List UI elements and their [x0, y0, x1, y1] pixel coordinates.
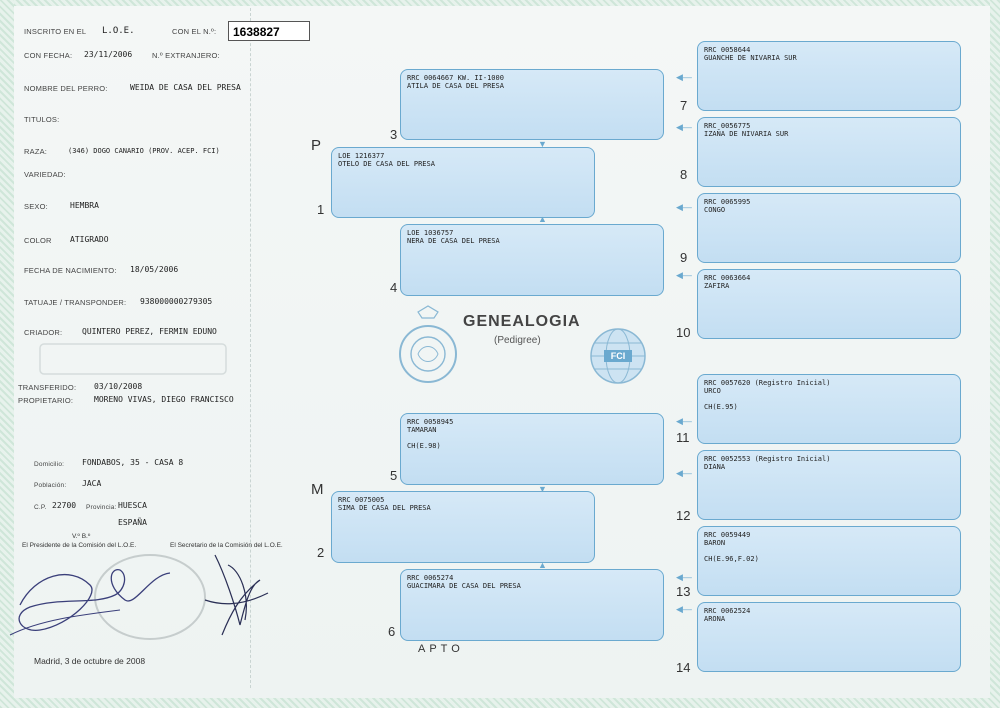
- provincia-value: HUESCA: [118, 501, 147, 510]
- ancestor-box-14: RRC 0062524 ARONA: [697, 602, 961, 672]
- inscrito-label: INSCRITO EN EL: [24, 27, 87, 36]
- arrow-left-icon: ◀—: [676, 416, 692, 426]
- raza-value: (346) DOGO CANARIO (PROV. ACEP. FCI): [68, 147, 220, 155]
- raza-label: RAZA:: [24, 147, 48, 156]
- signatures-image: [9, 554, 269, 640]
- criador-label: CRIADOR:: [24, 328, 63, 337]
- arrow-down-icon: ▼: [538, 484, 547, 494]
- nombre-value: WEIDA DE CASA DEL PRESA: [130, 83, 241, 92]
- criador-value: QUINTERO PEREZ, FERMIN EDUNO: [82, 327, 217, 336]
- ancestor-box-10: RRC 0063664 ZAFIRA: [697, 269, 961, 339]
- pais-value: ESPAÑA: [118, 518, 147, 527]
- genealogia-title: GENEALOGIA: [463, 313, 581, 330]
- ancestor-number-12: 12: [676, 508, 691, 523]
- ancestor-number-13: 13: [676, 584, 691, 599]
- p-label: P: [311, 137, 322, 154]
- president-signature: [18, 569, 171, 631]
- decorative-border-left: [0, 0, 14, 708]
- ancestor-box-4: LOE 1036757 NERA DE CASA DEL PRESA: [400, 224, 664, 296]
- ancestor-box-7: RRC 0058644 GUANCHE DE NIVARIA SUR: [697, 41, 961, 111]
- decorative-border-bottom: [0, 698, 1000, 708]
- fecha-value: 23/11/2006: [84, 50, 133, 59]
- color-value: ATIGRADO: [70, 235, 109, 244]
- ancestor-box-5: RRC 0058945 TAMARAN CH(E.98): [400, 413, 664, 485]
- svg-text:FCI: FCI: [611, 351, 626, 361]
- ancestor-box-2: RRC 0075005 SIMA DE CASA DEL PRESA: [331, 491, 595, 563]
- madrid-date: Madrid, 3 de octubre de 2008: [34, 656, 146, 666]
- ancestor-number-8: 8: [680, 167, 688, 182]
- ancestor-number-7: 7: [680, 98, 688, 113]
- fecha-label: CON FECHA:: [24, 51, 73, 60]
- ancestor-number-14: 14: [676, 660, 691, 675]
- ancestor-number-3: 3: [390, 127, 398, 142]
- arrow-up-icon: ▲: [538, 560, 547, 570]
- tatuaje-label: TATUAJE / TRANSPONDER:: [24, 298, 127, 307]
- ancestor-number-1: 1: [317, 202, 325, 217]
- transferido-label: TRANSFERIDO:: [18, 383, 77, 392]
- seal-stamp-icon: [94, 554, 206, 640]
- m-label: M: [311, 481, 324, 498]
- variedad-label: VARIEDAD:: [24, 170, 66, 179]
- poblacion-label: Población:: [34, 482, 67, 489]
- transferido-value: 03/10/2008: [94, 382, 143, 391]
- section-divider: [250, 8, 252, 688]
- propietario-label: PROPIETARIO:: [18, 396, 74, 405]
- ancestor-number-11: 11: [676, 430, 690, 445]
- ancestor-number-9: 9: [680, 250, 688, 265]
- ancestor-number-6: 6: [388, 624, 396, 639]
- registration-number: 1638827: [228, 21, 310, 41]
- apto-label: APTO: [418, 643, 464, 655]
- ancestor-number-5: 5: [390, 468, 398, 483]
- ancestor-box-13: RRC 0059449 BARON CH(E.96,F.02): [697, 526, 961, 596]
- ancestor-number-10: 10: [676, 325, 691, 340]
- arrow-down-icon: ▼: [538, 139, 547, 149]
- propietario-value: MORENO VIVAS, DIEGO FRANCISCO: [94, 395, 234, 404]
- ancestor-number-2: 2: [317, 545, 325, 560]
- loe-value: L.O.E.: [102, 26, 135, 36]
- decorative-border-right: [990, 0, 1000, 708]
- presidente-label: El Presidente de la Comisión del L.O.E.: [22, 542, 137, 549]
- arrow-left-icon: ◀—: [676, 468, 692, 478]
- arrow-left-icon: ◀—: [676, 72, 692, 82]
- ancestor-box-11: RRC 0057620 (Registro Inicial) URCO CH(E…: [697, 374, 961, 444]
- loe-stamp-icon: [39, 343, 227, 375]
- ancestor-box-8: RRC 0056775 IZAÑA DE NIVARIA SUR: [697, 117, 961, 187]
- arrow-left-icon: ◀—: [676, 122, 692, 132]
- sexo-label: SEXO:: [24, 202, 48, 211]
- arrow-left-icon: ◀—: [676, 572, 692, 582]
- arrow-left-icon: ◀—: [676, 604, 692, 614]
- poblacion-value: JACA: [82, 479, 102, 488]
- cp-label: C.P.: [34, 504, 47, 511]
- titulos-label: TITULOS:: [24, 115, 60, 124]
- fci-globe-icon: FCI: [590, 328, 646, 384]
- nombre-label: NOMBRE DEL PERRO:: [24, 84, 108, 93]
- domicilio-value: FONDABOS, 35 - CASA 8: [82, 458, 184, 467]
- ancestor-box-3: RRC 0064667 KW. II-1000 ATILA DE CASA DE…: [400, 69, 664, 140]
- arrow-left-icon: ◀—: [676, 202, 692, 212]
- arrow-left-icon: ◀—: [676, 270, 692, 280]
- ancestor-number-4: 4: [390, 280, 398, 295]
- rsce-emblem-icon: [399, 305, 457, 383]
- ancestor-box-1: LOE 1216377 OTELO DE CASA DEL PRESA: [331, 147, 595, 218]
- sexo-value: HEMBRA: [70, 201, 99, 210]
- arrow-up-icon: ▲: [538, 214, 547, 224]
- provincia-label: Provincia:: [86, 504, 117, 511]
- domicilio-label: Domicilio:: [34, 461, 65, 468]
- nacimiento-label: FECHA DE NACIMIENTO:: [24, 266, 117, 275]
- nacimiento-value: 18/05/2006: [130, 265, 179, 274]
- vb-label: V.º B.º: [72, 533, 91, 540]
- ancestor-box-9: RRC 0065995 CONGO: [697, 193, 961, 263]
- ancestor-box-6: RRC 0065274 GUACIMARA DE CASA DEL PRESA: [400, 569, 664, 641]
- color-label: COLOR: [24, 236, 52, 245]
- cp-value: 22700: [52, 501, 77, 510]
- decorative-border-top: [0, 0, 1000, 6]
- secretary-signature: [204, 554, 269, 636]
- ancestor-box-12: RRC 0052553 (Registro Inicial) DIANA: [697, 450, 961, 520]
- extranjero-label: N.º EXTRANJERO:: [152, 51, 220, 60]
- secretario-label: El Secretario de la Comisión del L.O.E.: [170, 542, 283, 549]
- tatuaje-value: 938000000279305: [140, 297, 213, 306]
- con-n-label: CON EL N.º:: [172, 27, 217, 36]
- pedigree-subtitle: (Pedigree): [494, 335, 541, 346]
